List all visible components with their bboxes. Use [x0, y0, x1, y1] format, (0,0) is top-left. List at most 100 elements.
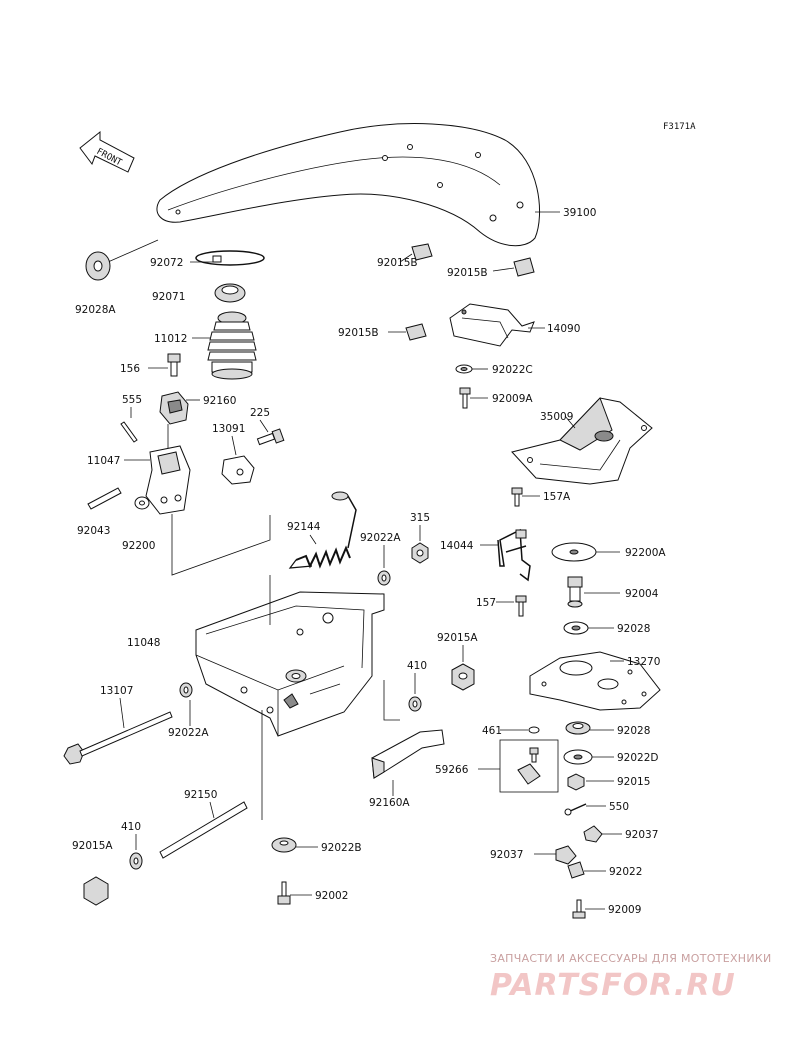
part-label-92037-a: 92037 [625, 829, 658, 841]
part-label-14090: 14090 [547, 323, 580, 335]
nut-92015 [567, 773, 585, 791]
part-label-92015B-b: 92015B [447, 267, 488, 279]
screw-92009 [572, 899, 586, 919]
stud-92004 [567, 576, 583, 608]
cotter-550 [564, 803, 587, 816]
part-label-92200A: 92200A [625, 547, 666, 559]
part-label-92022B: 92022B [321, 842, 362, 854]
part-label-92071: 92071 [152, 291, 185, 303]
part-label-225: 225 [250, 407, 270, 419]
part-label-92015A: 92015A [437, 632, 478, 644]
bolt-13107 [63, 711, 173, 765]
nut-315 [411, 542, 429, 564]
figure-code: F3171A [663, 122, 696, 132]
part-label-11048: 11048 [127, 637, 160, 649]
part-label-11047: 11047 [87, 455, 120, 467]
holder-11048 [195, 591, 385, 737]
washer-410-a [408, 696, 422, 712]
part-label-92022A-bottom: 92022A [168, 727, 209, 739]
clamp-92037-a [583, 825, 603, 843]
screw-92009A [459, 387, 471, 409]
part-label-92015A-b: 92015A [72, 840, 113, 852]
clip-92015B-c [405, 323, 427, 341]
part-label-157: 157 [476, 597, 496, 609]
nut-92015A-b [83, 876, 109, 906]
part-label-92200: 92200 [122, 540, 155, 552]
part-label-92002: 92002 [315, 890, 348, 902]
part-label-92160A: 92160A [369, 797, 410, 809]
part-label-92009: 92009 [608, 904, 641, 916]
part-label-92009A: 92009A [492, 393, 533, 405]
part-label-35009: 35009 [540, 411, 573, 423]
part-label-410-b: 410 [121, 821, 141, 833]
part-label-92004: 92004 [625, 588, 659, 600]
part-label-13091: 13091 [212, 423, 245, 435]
screw-225 [256, 428, 285, 446]
shaft-92043 [87, 487, 122, 510]
washer-92022A-top [377, 570, 391, 586]
bracket-11047 [145, 445, 191, 515]
part-label-461: 461 [482, 725, 502, 737]
part-label-92022C: 92022C [492, 364, 533, 376]
clip-92015B-b [513, 257, 535, 277]
part-label-92037-b: 92037 [490, 849, 523, 861]
ring-461 [528, 726, 540, 734]
watermark-caption: ЗАПЧАСТИ И АКСЕССУАРЫ ДЛЯ МОТОТЕХНИКИ [490, 952, 772, 965]
screw-157 [515, 595, 527, 617]
part-label-92028A: 92028A [75, 304, 116, 316]
washer-92028-a [563, 621, 589, 635]
part-label-13107: 13107 [100, 685, 133, 697]
part-label-92072: 92072 [150, 257, 183, 269]
washer-92022C [455, 364, 473, 374]
part-label-39100: 39100 [563, 207, 596, 219]
bellows-11012 [207, 311, 257, 380]
clamp-92037-b [555, 845, 577, 865]
washer-92022D [563, 749, 593, 765]
part-label-92144: 92144 [287, 521, 321, 533]
part-label-92022D: 92022D [617, 752, 659, 764]
hood-cover [156, 123, 541, 247]
washer-92022A-bottom [179, 682, 193, 698]
part-label-92160: 92160 [203, 395, 236, 407]
part-label-92150: 92150 [184, 789, 217, 801]
part-label-315: 315 [410, 512, 430, 524]
clip-92015B-a [411, 243, 433, 261]
front-arrow-icon: FRONT [79, 130, 135, 173]
part-label-92015: 92015 [617, 776, 650, 788]
bracket-14044 [497, 528, 531, 582]
grommet-92028A [85, 251, 111, 281]
bolt-156 [167, 353, 181, 377]
part-label-59266: 59266 [435, 764, 469, 776]
part-label-92015B-a: 92015B [377, 257, 418, 269]
part-label-92022A-top: 92022A [360, 532, 401, 544]
part-label-92043: 92043 [77, 525, 110, 537]
spring-92144 [288, 491, 357, 569]
cap-92071 [214, 283, 246, 303]
washer-410-b [129, 852, 143, 870]
engine-mount-35009 [511, 397, 653, 485]
part-label-11012: 11012 [154, 333, 187, 345]
part-label-92022: 92022 [609, 866, 642, 878]
cover-14090 [449, 303, 535, 347]
part-label-156: 156 [120, 363, 140, 375]
part-label-92015B-c: 92015B [338, 327, 379, 339]
part-label-92028-b: 92028 [617, 725, 650, 737]
part-label-14044: 14044 [440, 540, 474, 552]
rubber-block-92160 [159, 391, 189, 425]
nut-92015A [451, 663, 475, 691]
watermark-brand: PARTSFOR.RU [490, 968, 736, 1003]
band-92072 [195, 250, 265, 266]
washer-92200 [134, 496, 150, 510]
part-label-157A: 157A [543, 491, 571, 503]
part-label-92028-a: 92028 [617, 623, 650, 635]
fitting-59266 [517, 747, 541, 785]
bracket-13091 [221, 455, 255, 485]
part-label-13270: 13270 [627, 656, 660, 668]
bolt-92002 [277, 881, 291, 905]
part-label-410-a: 410 [407, 660, 427, 672]
screw-157A [511, 487, 523, 507]
washer-92200A [551, 542, 597, 562]
plate-13270 [529, 651, 661, 711]
pin-555 [120, 421, 138, 443]
